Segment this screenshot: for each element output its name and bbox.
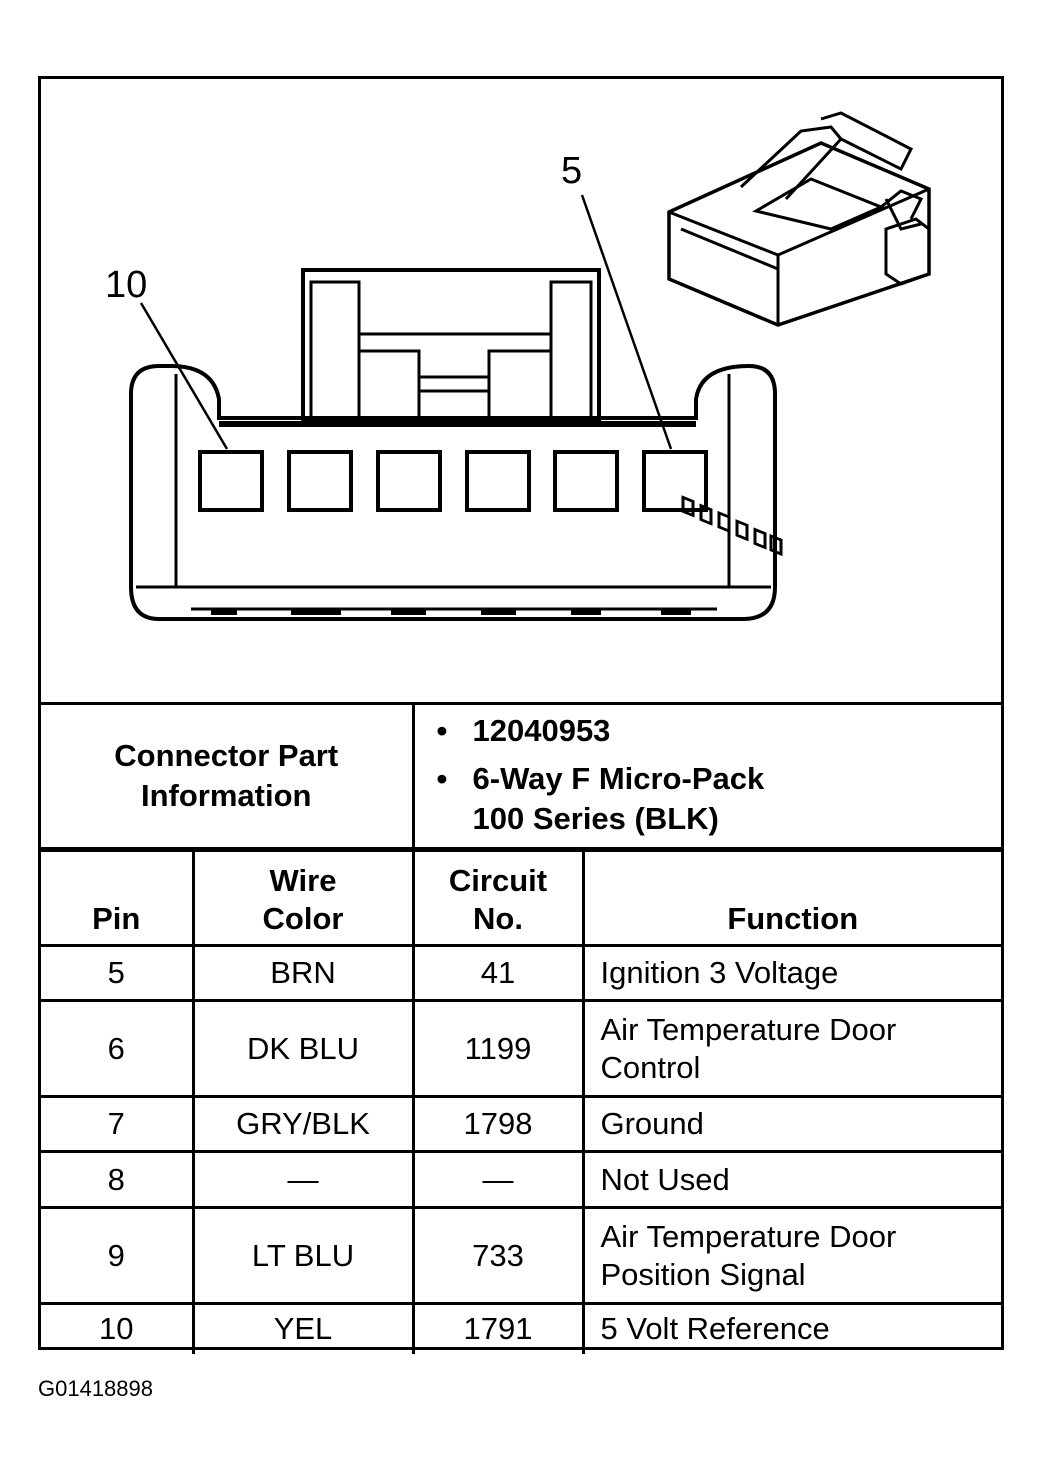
row-circuit: 733 [411,1206,585,1305]
connector-info-values: • 12040953 • 6-Way F Micro-Pack 100 Seri… [411,702,1001,850]
row-function: Ignition 3 Voltage [581,944,1001,1002]
connector-latch [301,268,601,422]
table-row: 7 GRY/BLK 1798 Ground [41,1095,1001,1153]
header-wire-color: Wire Color [191,849,415,947]
row-pin: 10 [41,1302,195,1354]
callout-leader-10 [139,302,229,450]
connector-info-label: Connector Part Information [41,702,415,850]
connector-isometric-view [667,111,931,557]
row-function: Ground [581,1095,1001,1153]
cavity-5 [642,450,708,512]
row-wire-color: BRN [191,944,415,1002]
header-function: Function [581,849,1001,947]
cavity-8 [376,450,442,512]
row-function: 5 Volt Reference [581,1302,1001,1354]
row-function: Not Used [581,1150,1001,1209]
connector-housing [129,363,777,621]
table-row: 5 BRN 41 Ignition 3 Voltage [41,944,1001,1002]
cavity-6 [553,450,619,512]
row-pin: 7 [41,1095,195,1153]
callout-label-10: 10 [105,264,147,306]
callout-label-5: 5 [561,150,582,192]
pin-cavities [198,450,708,512]
callout-leader-5 [580,194,673,450]
connector-info-table: Connector Part Information • 12040953 • … [41,702,1001,850]
row-wire-color: GRY/BLK [191,1095,415,1153]
row-function: Air Temperature Door Control [581,999,1001,1098]
table-row: 10 YEL 1791 5 Volt Reference [41,1302,1001,1354]
connector-face-diagram: 10 5 [105,111,931,621]
pin-assignment-table: Pin Wire Color Circuit No. Function 5 BR… [41,849,1001,1354]
row-circuit: — [411,1150,585,1209]
row-circuit: 1791 [411,1302,585,1354]
cavity-7 [465,450,531,512]
row-circuit: 1798 [411,1095,585,1153]
figure-id: G01418898 [38,1376,153,1401]
row-pin: 5 [41,944,195,1002]
row-pin: 6 [41,999,195,1098]
row-wire-color: — [191,1150,415,1209]
connector-figure: 10 5 Connector Part Information • 120409… [38,76,1004,1354]
row-pin: 9 [41,1206,195,1305]
cavity-9 [287,450,353,512]
cavity-10 [198,450,264,512]
row-pin: 8 [41,1150,195,1209]
info-item-connector-type: • 6-Way F Micro-Pack 100 Series (BLK) [436,761,765,836]
pin-table-header: Pin Wire Color Circuit No. Function [41,849,1001,947]
row-function: Air Temperature Door Position Signal [581,1206,1001,1305]
table-row: 6 DK BLU 1199 Air Temperature Door Contr… [41,999,1001,1098]
table-row: 9 LT BLU 733 Air Temperature Door Positi… [41,1206,1001,1305]
row-circuit: 41 [411,944,585,1002]
header-pin: Pin [41,849,195,947]
table-row: 8 — — Not Used [41,1150,1001,1209]
row-wire-color: DK BLU [191,999,415,1098]
row-circuit: 1199 [411,999,585,1098]
row-wire-color: LT BLU [191,1206,415,1305]
info-item-part-number: • 12040953 [436,713,611,748]
header-circuit: Circuit No. [411,849,585,947]
row-wire-color: YEL [191,1302,415,1354]
